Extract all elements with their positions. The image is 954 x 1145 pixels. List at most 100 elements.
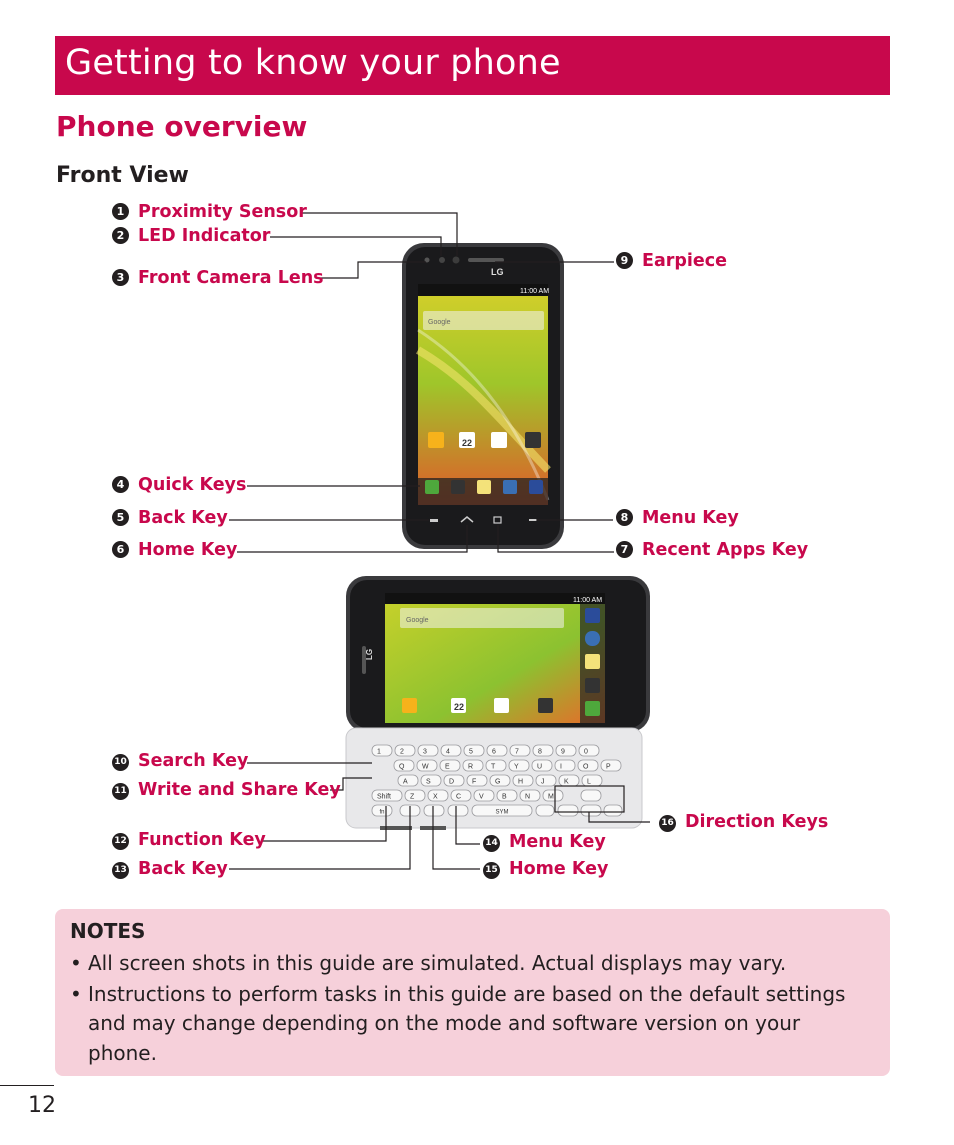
keyboard-key — [512, 774, 534, 787]
leader-write-share — [330, 777, 372, 791]
lg-logo: LG — [491, 267, 504, 277]
keyboard-key-label: R — [468, 764, 473, 771]
leader-back-key-2 — [229, 806, 411, 870]
keyboard-key — [427, 789, 449, 802]
menu-key-physical — [447, 804, 469, 817]
recent-apps-key — [493, 516, 502, 524]
page-number: 12 — [28, 1093, 56, 1118]
keyboard-key — [371, 789, 403, 802]
leader-proximity — [300, 212, 458, 256]
keyboard-key-label: L — [587, 779, 591, 786]
keyboard-key-label: Q — [399, 764, 405, 771]
menu-key — [529, 519, 537, 521]
keyboard-key — [473, 789, 495, 802]
keyboard-key-label: Y — [514, 764, 519, 771]
keyboard-key-label: Shift — [377, 794, 391, 801]
note-item: Instructions to perform tasks in this gu… — [70, 980, 860, 1069]
keyboard-key — [578, 744, 600, 757]
keyboard-key-label: X — [433, 794, 438, 801]
chapter-title: Getting to know your phone — [65, 43, 561, 83]
keyboard-key-label: D — [449, 779, 454, 786]
fn-key-label: fn — [379, 810, 384, 816]
google-search-bar — [423, 311, 544, 330]
leader-menu-key-2 — [455, 806, 480, 845]
space-key-label: SYM — [495, 810, 508, 816]
keyboard-key — [535, 774, 557, 787]
keyboard-key — [554, 759, 576, 772]
keyboard-key-label: W — [422, 764, 429, 771]
svg-text:Google: Google — [406, 617, 429, 624]
leader-home-key-2 — [432, 806, 480, 870]
svg-text:LG: LG — [365, 649, 374, 660]
up-key — [580, 789, 602, 802]
keyboard-key — [466, 774, 488, 787]
keyboard-key-label: T — [491, 764, 496, 771]
space-key — [471, 804, 533, 817]
subsection-title: Front View — [56, 163, 189, 188]
keyboard-key — [532, 744, 554, 757]
leader-led — [270, 236, 442, 256]
keyboard-key — [397, 774, 419, 787]
left-key — [557, 804, 579, 817]
keyboard-key — [486, 744, 508, 757]
calendar-date: 22 — [462, 438, 472, 448]
keyboard-key-label: K — [564, 779, 569, 786]
keyboard-key — [519, 789, 541, 802]
leader-recent-apps — [497, 525, 614, 553]
keyboard-key — [420, 774, 442, 787]
keyboard-key-label: 4 — [446, 749, 450, 756]
keyboard-key-label: B — [502, 794, 507, 801]
keyboard-key — [531, 759, 553, 772]
led-indicator — [424, 257, 430, 263]
fn-key — [371, 804, 393, 817]
back-key — [430, 519, 438, 522]
keyboard-key — [371, 744, 393, 757]
keyboard-key-label: O — [583, 764, 589, 771]
keyboard-key-label: E — [445, 764, 450, 771]
keyboard-key-label: G — [495, 779, 500, 786]
leader-camera — [318, 261, 426, 279]
keyboard-key — [600, 759, 622, 772]
keyboard-key-label: S — [426, 779, 431, 786]
proximity-sensor — [452, 256, 460, 264]
home-key-physical — [423, 804, 445, 817]
status-time: 11:00 AM — [520, 288, 549, 295]
notes-list: All screen shots in this guide are simul… — [70, 949, 860, 1069]
svg-text:Google: Google — [428, 319, 451, 326]
keyboard-key — [508, 759, 530, 772]
leader-direction — [588, 812, 650, 823]
direction-keys-box — [554, 785, 625, 813]
keyboard-key — [509, 744, 531, 757]
keyboard-key — [558, 774, 580, 787]
keyboard-key — [496, 789, 518, 802]
keyboard-key-label: C — [456, 794, 461, 801]
keyboard-key-label: U — [537, 764, 542, 771]
keyboard-key-label: 2 — [400, 749, 404, 756]
keyboard-key — [450, 789, 472, 802]
page-number-rule — [0, 1085, 54, 1086]
keyboard-key-label: 7 — [515, 749, 519, 756]
keyboard-key — [393, 759, 415, 772]
keyboard-key-label: 6 — [492, 749, 496, 756]
keyboard-key — [394, 744, 416, 757]
earpiece — [468, 258, 504, 262]
note-item: All screen shots in this guide are simul… — [70, 949, 860, 979]
chapter-banner: Getting to know your phone — [55, 36, 890, 95]
keyboard-key-label: 0 — [584, 749, 588, 756]
